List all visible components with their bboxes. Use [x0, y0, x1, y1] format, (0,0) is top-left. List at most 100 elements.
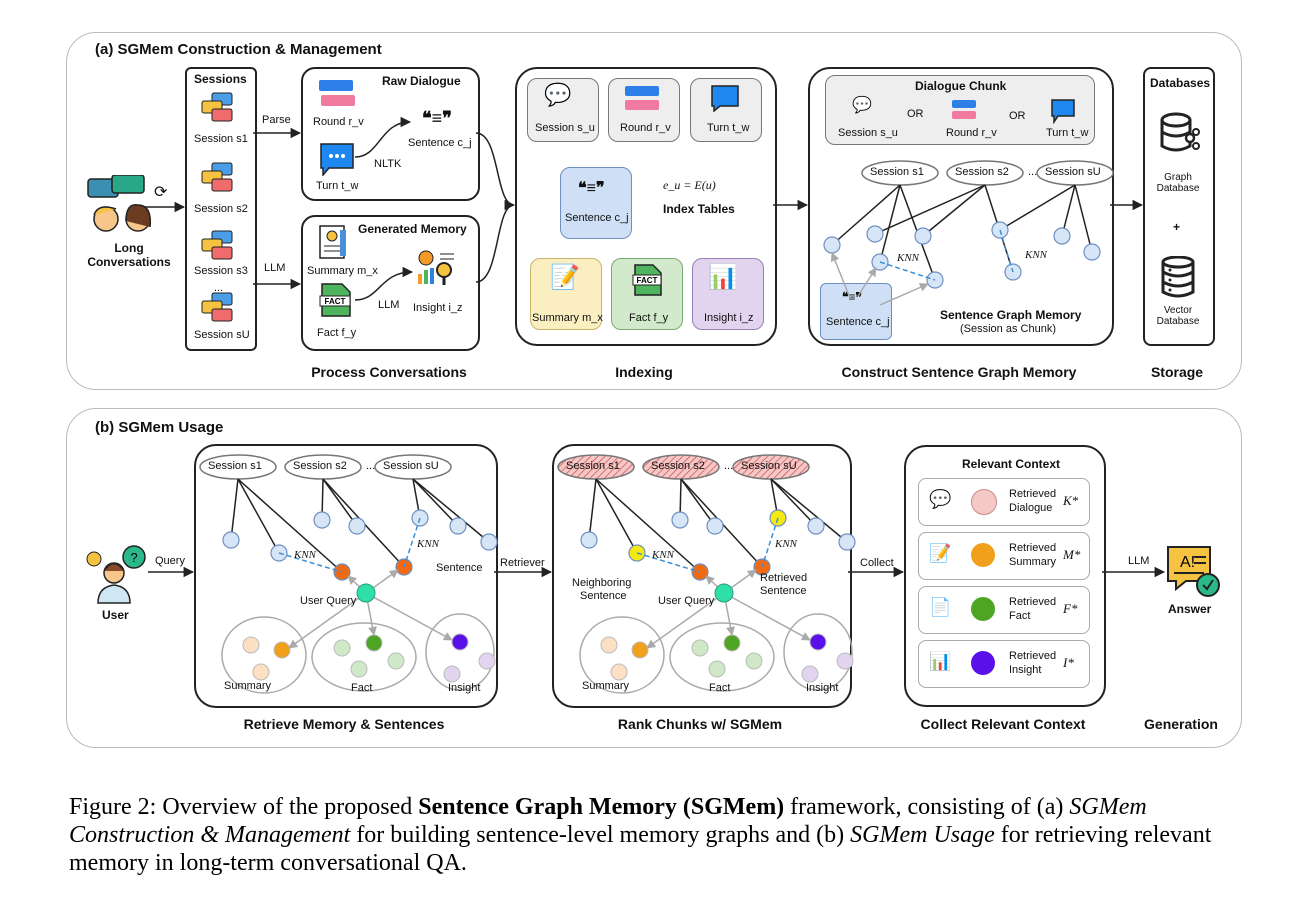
insight-icon — [416, 250, 456, 291]
memory-title: Sentence Graph Memory — [940, 308, 1082, 322]
raw-dialogue-title: Raw Dialogue — [382, 74, 461, 88]
context-type-icon: 📄 — [929, 597, 952, 617]
figure-caption: Figure 2: Overview of the proposed Sente… — [69, 794, 1212, 876]
tree-edge — [237, 478, 280, 554]
context-type-icon: 💬 — [929, 489, 952, 509]
llm-label: LLM — [264, 262, 286, 274]
session-chat-icon — [200, 230, 236, 267]
llm-generation-label: LLM — [1128, 555, 1150, 567]
dialogue-chunk-box — [825, 75, 1095, 145]
knn-label: KNN — [417, 538, 440, 550]
session-label: Session s1 — [194, 133, 248, 145]
index-sentence-icon: ❝≡❞ — [578, 180, 605, 197]
round-icon — [318, 79, 356, 116]
session-label: Session s3 — [194, 265, 248, 277]
tree-edge — [230, 478, 239, 541]
svg-text:A!: A! — [1180, 554, 1195, 571]
memory-node — [691, 639, 709, 657]
context-symbol: F* — [1063, 601, 1078, 616]
memory-node — [478, 652, 496, 670]
session-node-label: Session s1 — [208, 460, 262, 472]
knn-edge — [403, 517, 421, 568]
fact-label: Fact — [351, 682, 373, 694]
panel-a-title: (a) SGMem Construction & Management — [95, 41, 382, 58]
insight-label: Insight — [448, 682, 481, 694]
sentence-node — [480, 533, 498, 551]
stage-rank: Rank Chunks w/ SGMem — [617, 716, 783, 732]
index-fact-icon: FACT — [631, 263, 663, 302]
index-fact-label: Fact f_y — [629, 312, 669, 324]
session-node-label: Session sU — [1045, 166, 1101, 178]
session-chat-icon — [200, 92, 236, 129]
long-conversations-label: Long Conversations — [87, 241, 171, 269]
graph-sentence-icon: ❝≡❞ — [842, 290, 862, 304]
index-session-label: Session s_u — [535, 122, 595, 134]
knn-edge — [278, 552, 343, 573]
stage-retrieve: Retrieve Memory & Sentences — [243, 716, 445, 732]
context-type-icon: 📊 — [929, 651, 952, 671]
tree-edge — [680, 478, 716, 527]
knn-edge — [761, 517, 779, 568]
session-chat-icon: 💬 — [544, 82, 572, 107]
summary-label: Summary m_x — [307, 265, 378, 277]
tree-edge — [322, 478, 358, 527]
memory-subtitle: (Session as Chunk) — [960, 323, 1056, 335]
index-session-tile — [527, 78, 599, 142]
query-link — [288, 592, 367, 649]
index-turn-label: Turn t_w — [707, 122, 750, 134]
insight-cluster — [783, 613, 853, 691]
tree-edge — [595, 478, 638, 554]
context-symbol: K* — [1063, 493, 1079, 508]
sentence-node — [348, 517, 366, 535]
fact-doc-icon: FACT — [318, 282, 352, 323]
ellipsis-label: ... — [724, 460, 734, 472]
embedding-formula: e_u = E(u) — [663, 178, 716, 192]
knn-edge — [879, 261, 936, 281]
turn-icon — [319, 142, 355, 181]
user-query-node — [714, 583, 734, 603]
memory-node — [631, 641, 649, 659]
panel-b-title: (b) SGMem Usage — [95, 419, 224, 436]
vector-database-icon — [1160, 255, 1196, 303]
svg-text:FACT: FACT — [637, 276, 658, 285]
raw-sentence-label: Sentence c_j — [408, 137, 472, 149]
graph-sentence-tile — [820, 283, 892, 340]
index-summary-tile — [530, 258, 602, 330]
context-marker — [971, 543, 995, 567]
context-marker — [971, 597, 995, 621]
chunk-session-icon: 💬 — [852, 97, 872, 114]
sentence-node — [1053, 227, 1071, 245]
insight-label: Insight i_z — [413, 302, 463, 314]
query-link — [365, 592, 453, 641]
or-label-2: OR — [1009, 110, 1026, 122]
neighboring-label: Neighboring — [572, 577, 632, 589]
raw-round-label: Round r_v — [313, 116, 364, 128]
graph-database-icon — [1160, 112, 1200, 159]
chunk-session-label: Session s_u — [838, 127, 898, 139]
tree-edge — [1061, 184, 1076, 237]
summary-label: Summary — [582, 680, 630, 692]
sentence-node — [823, 236, 841, 254]
ellipsis-label: ... — [366, 460, 376, 472]
graph-sentence-label: Sentence c_j — [826, 316, 890, 328]
session-chat-icon — [200, 292, 236, 329]
sentence-node — [706, 517, 724, 535]
summary-doc-icon — [314, 224, 348, 265]
session-node-label: Session sU — [741, 460, 797, 472]
tree-edge — [874, 184, 986, 235]
session-chat-icon — [200, 162, 236, 199]
llm-edge-label-2: LLM — [378, 299, 400, 311]
memory-node — [365, 634, 383, 652]
query-label: Query — [155, 555, 185, 567]
svg-text:FACT: FACT — [325, 297, 346, 306]
index-sentence-label: Sentence c_j — [565, 212, 629, 224]
tree-edge — [770, 478, 817, 527]
context-symbol: M* — [1063, 547, 1081, 562]
retrieved-label: Sentence — [760, 585, 807, 597]
session-node-label: Session s2 — [955, 166, 1009, 178]
